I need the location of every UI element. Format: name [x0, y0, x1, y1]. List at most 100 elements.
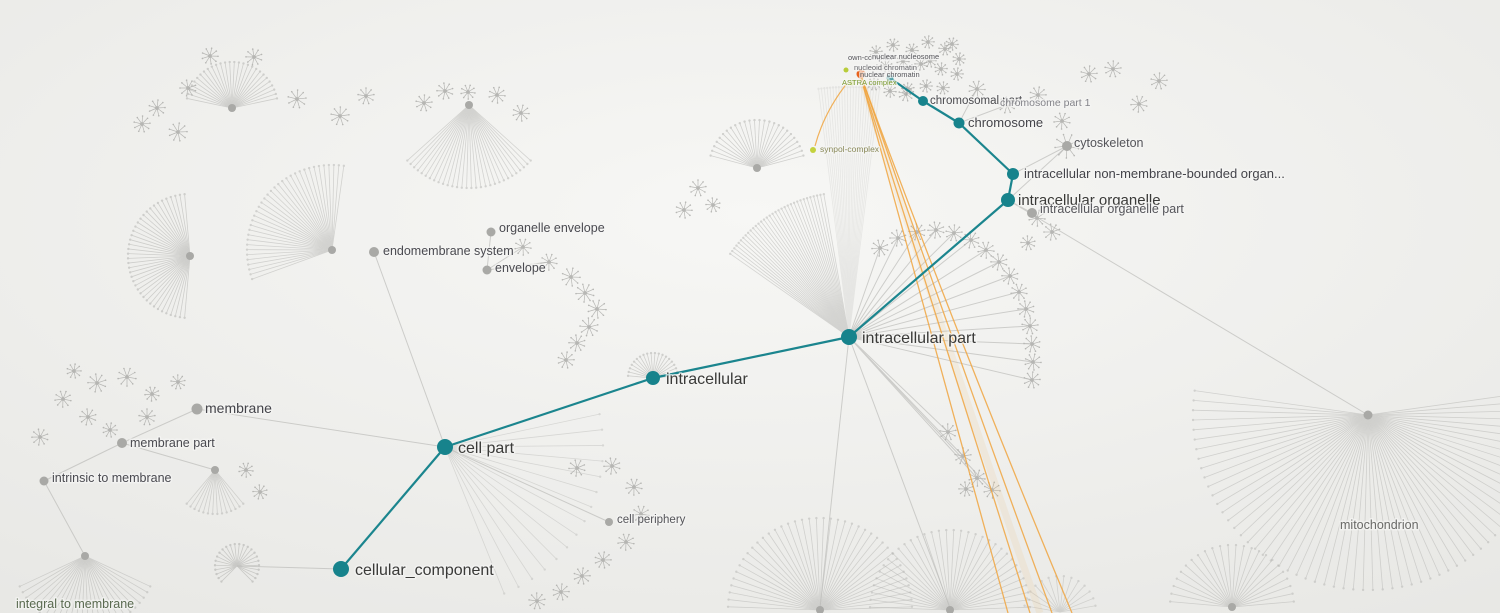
graph-edge	[486, 261, 550, 271]
term-node[interactable]	[816, 606, 824, 613]
leaf-burst	[905, 43, 919, 57]
label-chromosome[interactable]: chromosome	[967, 114, 1045, 132]
term-node[interactable]	[1027, 208, 1037, 218]
label-astra-complex[interactable]: ASTRA complex	[841, 77, 899, 89]
leaf-burst	[357, 87, 375, 105]
gray-edges	[43, 88, 1369, 609]
node-chromosomal-part[interactable]	[918, 96, 928, 106]
term-node[interactable]	[228, 104, 236, 112]
term-node[interactable]	[482, 265, 492, 275]
node-non-membrane-bounded-organelle[interactable]	[1007, 168, 1019, 180]
term-node[interactable]	[1228, 603, 1236, 611]
leaf-cluster-fan	[444, 412, 605, 595]
leaf-burst	[436, 82, 454, 100]
leaf-burst	[238, 462, 254, 478]
term-node[interactable]	[186, 252, 194, 260]
term-node[interactable]	[753, 164, 761, 172]
label-envelope[interactable]: envelope	[494, 260, 548, 277]
term-node[interactable]	[1363, 410, 1373, 420]
orange-edge	[861, 78, 1073, 613]
term-node[interactable]	[191, 403, 203, 415]
term-node[interactable]	[605, 518, 613, 526]
term-node[interactable]	[1062, 141, 1072, 151]
label-membrane[interactable]: membrane	[204, 399, 274, 418]
node-cellular-component[interactable]	[333, 561, 349, 577]
label-own-complex[interactable]: own-complex	[847, 52, 894, 64]
label-nuclear-chromatin[interactable]: nuclear chromatin	[859, 69, 922, 81]
label-cellular-component[interactable]: cellular_component	[354, 561, 496, 581]
label-intracellular[interactable]: intracellular	[665, 370, 750, 390]
term-node[interactable]	[117, 438, 127, 448]
graph-edge	[848, 291, 1020, 338]
term-node[interactable]	[39, 476, 49, 486]
leaf-burst	[936, 81, 950, 95]
label-synpol-complex[interactable]: synpol-complex	[819, 143, 882, 156]
term-node[interactable]	[211, 466, 219, 474]
graph-edge	[121, 408, 198, 444]
label-mitochondrion[interactable]: mitochondrion	[1339, 517, 1421, 534]
label-integral-to-membrane[interactable]: integral to membrane	[15, 596, 136, 613]
leaf-burst	[138, 408, 156, 426]
leaf-cluster-fan	[213, 542, 261, 583]
leaf-burst	[1150, 72, 1168, 90]
label-intracellular-organelle-part[interactable]: intracellular organelle part	[1039, 201, 1186, 218]
node-chromosome[interactable]	[953, 117, 965, 129]
label-nuclear-nucleosome[interactable]: nuclear nucleosome	[871, 51, 941, 63]
leaf-burst	[1080, 65, 1098, 83]
term-node[interactable]	[328, 246, 336, 254]
orange-edge	[861, 77, 1053, 613]
label-chromosome-part-1[interactable]: chromosome part 1	[999, 96, 1093, 111]
node-chromatin[interactable]	[886, 74, 894, 82]
label-cell-part[interactable]: cell part	[457, 439, 517, 459]
label-intracellular-part[interactable]: intracellular part	[861, 329, 978, 349]
label-organelle-envelope[interactable]: organelle envelope	[498, 220, 607, 237]
label-nucleoid-chromatin[interactable]: nucleoid chromatin	[853, 62, 919, 74]
leaf-burst	[557, 351, 575, 369]
leaf-cluster-fan	[709, 118, 805, 169]
node-nucleosome-highlight[interactable]	[856, 69, 866, 79]
label-intracellular-organelle[interactable]: intracellular organelle	[1017, 191, 1163, 211]
label-chromosomal-part[interactable]: chromosomal part	[929, 94, 1025, 109]
node-synpol-complex[interactable]	[810, 147, 816, 153]
selected-path-edges	[340, 77, 1015, 570]
label-intrinsic-to-membrane[interactable]: intrinsic to membrane	[51, 470, 174, 487]
node-complex-green-2[interactable]	[849, 80, 855, 86]
term-node[interactable]	[465, 101, 473, 109]
label-membrane-part[interactable]: membrane part	[129, 435, 217, 452]
node-cell-part[interactable]	[437, 439, 453, 455]
leaf-burst	[573, 567, 591, 585]
term-node[interactable]	[486, 227, 496, 237]
graph-edge	[848, 231, 918, 338]
node-intracellular-organelle[interactable]	[1001, 193, 1015, 207]
node-intracellular[interactable]	[646, 371, 660, 385]
graph-edge	[848, 308, 1027, 338]
leaf-burst	[201, 47, 219, 65]
leaf-burst	[540, 253, 558, 271]
graph-edge	[848, 336, 993, 491]
leaf-burst	[168, 122, 188, 142]
node-complex-green-1[interactable]	[843, 67, 849, 73]
leaf-burst	[1104, 60, 1122, 78]
leaf-burst	[170, 374, 186, 390]
graph-edge	[1012, 145, 1068, 175]
term-node[interactable]	[946, 606, 954, 613]
graph-edge	[1007, 145, 1068, 201]
leaf-burst	[415, 94, 433, 112]
term-node[interactable]	[369, 247, 379, 257]
leaf-burst	[896, 54, 910, 68]
leaf-cluster-fan	[1191, 389, 1500, 592]
leaf-burst	[869, 45, 883, 59]
leaf-burst	[587, 299, 607, 319]
graph-edge	[958, 88, 978, 124]
node-intracellular-part[interactable]	[841, 329, 857, 345]
leaf-burst	[705, 197, 721, 213]
leaf-burst	[512, 104, 530, 122]
term-node[interactable]	[81, 552, 89, 560]
label-cytoskeleton[interactable]: cytoskeleton	[1073, 135, 1146, 152]
term-nodes-gray	[39, 101, 1373, 613]
label-cell-periphery[interactable]: cell periphery	[616, 513, 688, 528]
label-non-membrane-bounded-organelle[interactable]: intracellular non-membrane-bounded organ…	[1023, 165, 1287, 183]
leaf-burst	[245, 48, 263, 66]
label-endomembrane-system[interactable]: endomembrane system	[382, 243, 516, 260]
